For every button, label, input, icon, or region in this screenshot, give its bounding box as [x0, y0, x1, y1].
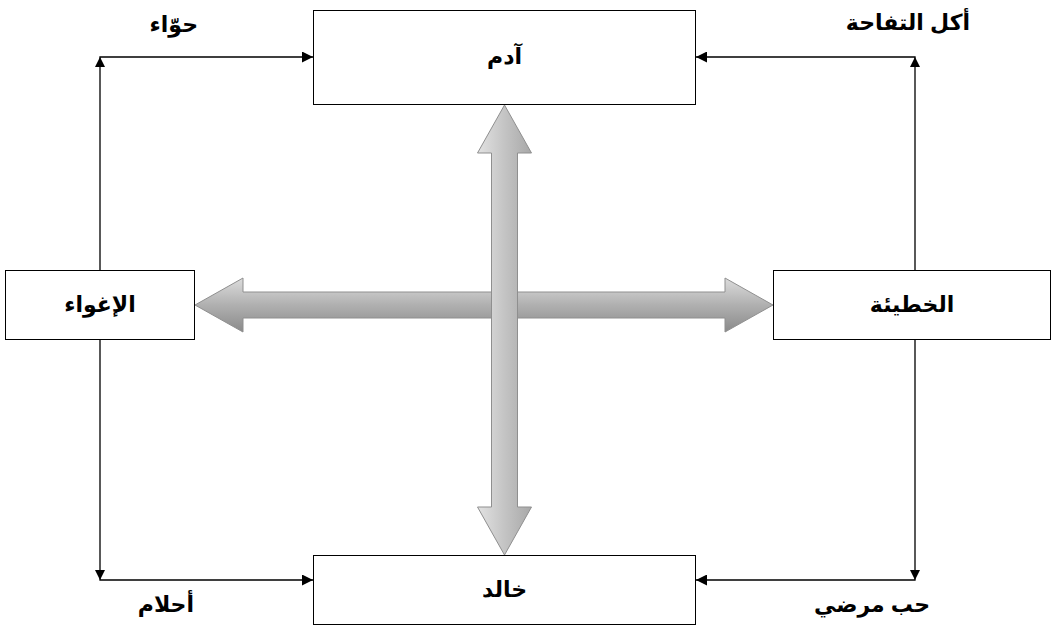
double-arrow — [195, 278, 773, 332]
corner-arrowhead — [910, 57, 920, 67]
edge-label: أكل التفاحة — [844, 10, 972, 36]
node-label: الخطيئة — [870, 292, 954, 318]
corner-arrowhead — [95, 57, 105, 67]
right-box: الخطيئة — [773, 270, 1051, 340]
corner-arrowhead — [910, 570, 920, 580]
edge-label: أحلام — [136, 592, 196, 618]
node-label: خالد — [482, 577, 527, 603]
double-arrow-body — [478, 105, 532, 555]
top-box: آدم — [313, 10, 696, 105]
node-label: آدم — [487, 44, 522, 70]
connector-line — [100, 340, 313, 580]
elbow-arrow — [696, 340, 920, 580]
bottom-box: خالد — [313, 555, 696, 625]
double-arrow — [478, 105, 532, 555]
connector-line — [696, 340, 915, 580]
elbow-arrow — [95, 57, 313, 270]
connector-line — [100, 57, 313, 270]
left-box: الإغواء — [5, 270, 195, 340]
connector-line — [696, 57, 915, 270]
double-arrow-body — [195, 278, 773, 332]
edge-label: حوّاء — [148, 12, 200, 38]
node-label: الإغواء — [64, 292, 136, 318]
corner-arrowhead — [95, 570, 105, 580]
edge-label: حب مرضي — [812, 592, 932, 618]
elbow-arrow — [95, 340, 313, 580]
elbow-arrow — [696, 57, 920, 270]
